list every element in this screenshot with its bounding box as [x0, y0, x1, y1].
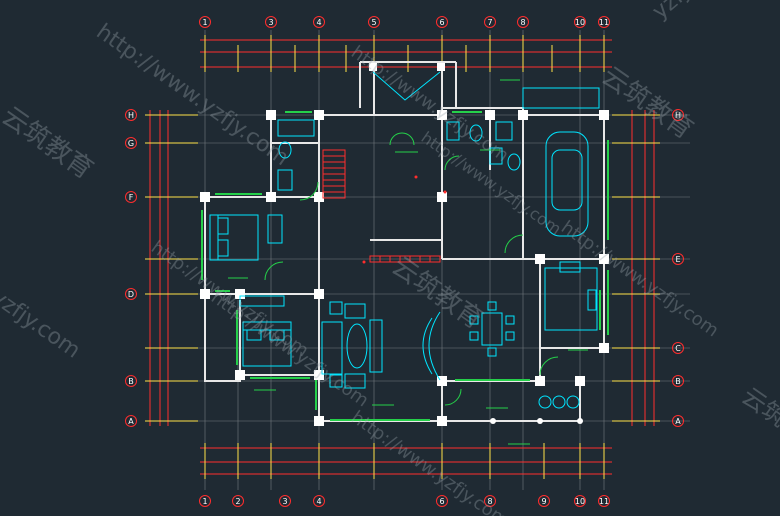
axis-label: 1 — [202, 18, 207, 27]
axis-label: 8 — [487, 497, 492, 506]
axis-label: H — [675, 111, 681, 120]
room-annotation-marks — [228, 79, 588, 445]
axis-label: B — [675, 377, 681, 386]
axis-label: 6 — [439, 497, 444, 506]
axis-label: 5 — [371, 18, 376, 27]
axis-bubble — [125, 375, 137, 387]
axis-bubble — [484, 495, 496, 507]
axis-bubble — [574, 16, 586, 28]
axis-bubble — [672, 342, 684, 354]
axis-label: 1 — [202, 497, 207, 506]
axis-label: D — [128, 290, 134, 299]
axis-bubble — [199, 16, 211, 28]
axis-label: 11 — [599, 497, 609, 506]
axis-bubble — [313, 495, 325, 507]
axis-label: 3 — [282, 497, 287, 506]
axis-label: 8 — [520, 18, 525, 27]
axis-label: 10 — [575, 18, 585, 27]
axis-bubble — [598, 16, 610, 28]
axis-label: 4 — [316, 18, 321, 27]
axis-label: A — [675, 417, 681, 426]
axis-label: G — [128, 139, 134, 148]
axis-label: F — [129, 193, 134, 202]
axis-label: 10 — [575, 497, 585, 506]
dimension-ticks — [145, 35, 660, 479]
axis-label: 6 — [439, 18, 444, 27]
doors-and-windows — [201, 111, 609, 421]
bottom-axis-labels: 1 2 3 4 6 8 9 10 11 — [199, 495, 610, 507]
axis-label: 4 — [316, 497, 321, 506]
axis-bubble — [574, 495, 586, 507]
axis-bubble — [313, 16, 325, 28]
top-axis-labels: 1 3 4 5 6 7 8 10 11 — [199, 16, 610, 28]
axis-bubble — [672, 375, 684, 387]
axis-bubble — [232, 495, 244, 507]
axis-bubble — [436, 16, 448, 28]
structural-columns — [200, 63, 609, 426]
axis-label: 9 — [541, 497, 546, 506]
dimension-dots — [362, 175, 447, 264]
axis-bubble — [125, 288, 137, 300]
axis-label: 3 — [268, 18, 273, 27]
axis-label: 11 — [599, 18, 609, 27]
axis-label: 2 — [235, 497, 240, 506]
furniture — [209, 71, 600, 409]
axis-bubble — [125, 109, 137, 121]
dimension-lines — [149, 39, 655, 475]
axis-label: A — [128, 417, 134, 426]
axis-bubble — [199, 495, 211, 507]
axis-label: E — [675, 255, 680, 264]
axis-bubble — [672, 415, 684, 427]
axis-bubble — [436, 495, 448, 507]
axis-bubble — [265, 16, 277, 28]
axis-bubble — [672, 109, 684, 121]
axis-bubble — [368, 16, 380, 28]
axis-bubble — [125, 191, 137, 203]
axis-label: 7 — [487, 18, 492, 27]
axis-bubble — [538, 495, 550, 507]
left-axis-labels: H G F D B A — [125, 109, 137, 427]
staircase — [322, 149, 441, 263]
axis-label: C — [675, 344, 681, 353]
axis-bubble — [279, 495, 291, 507]
axis-bubble — [598, 495, 610, 507]
axis-bubble — [125, 137, 137, 149]
axis-label: H — [128, 111, 134, 120]
axis-bubble — [125, 415, 137, 427]
axis-bubble — [517, 16, 529, 28]
right-axis-labels: H E C B A — [672, 109, 684, 427]
axis-bubble — [672, 253, 684, 265]
axis-bubble — [484, 16, 496, 28]
column-dots — [490, 418, 583, 424]
axis-label: B — [128, 377, 134, 386]
